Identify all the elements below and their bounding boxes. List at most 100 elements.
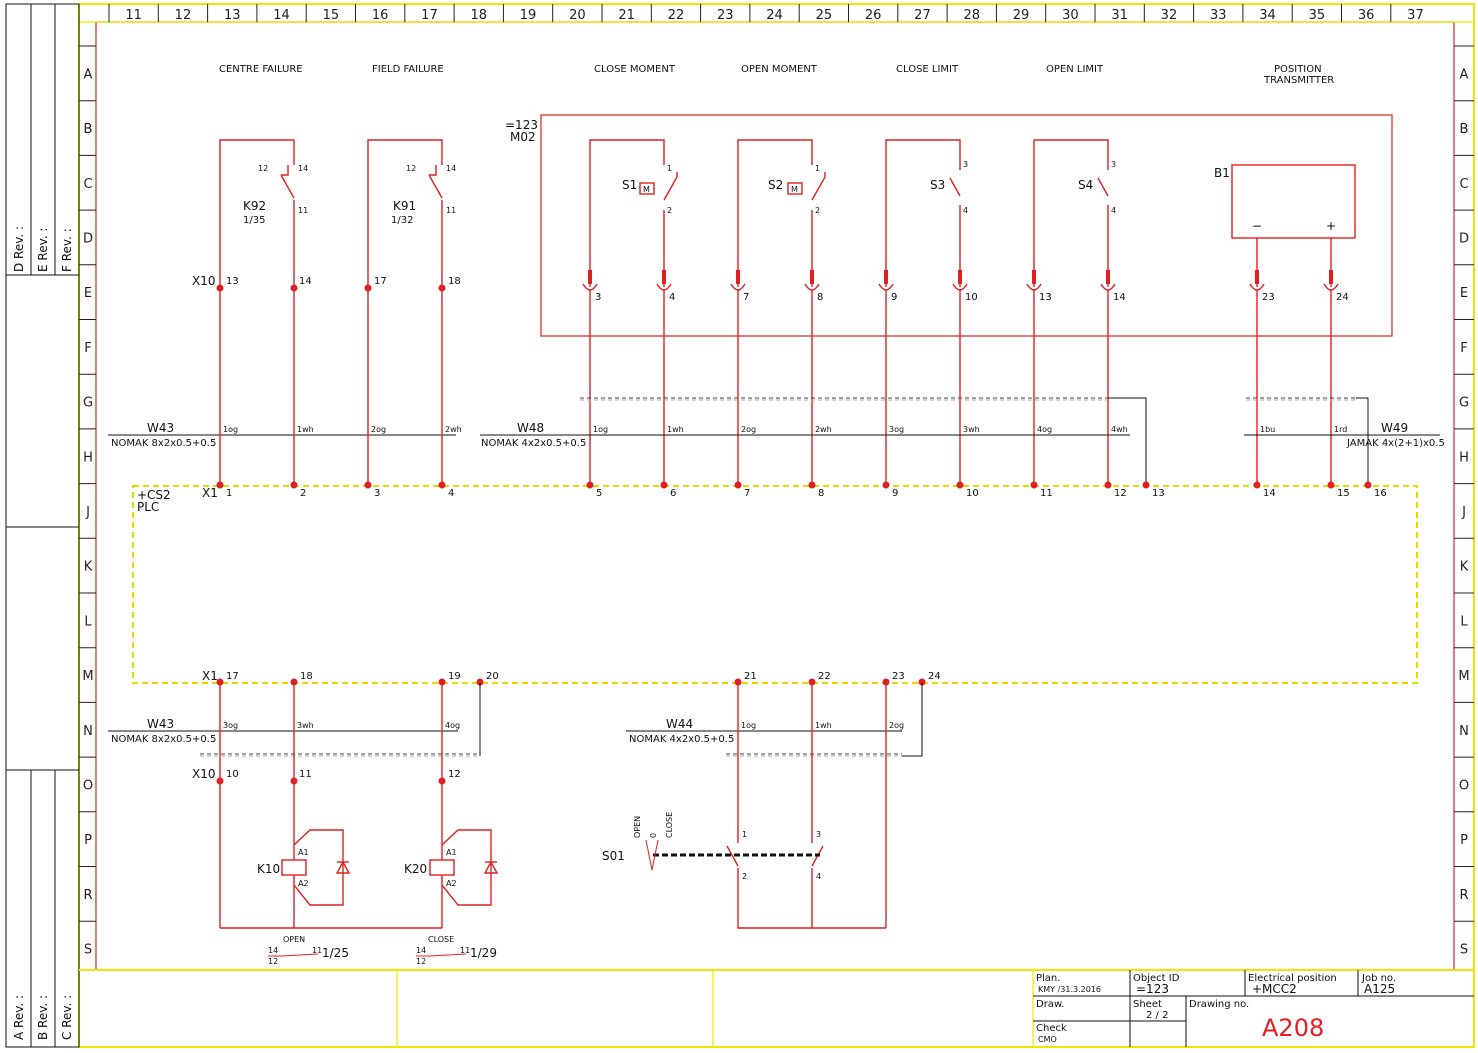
w48-name: W48 <box>517 421 544 435</box>
x10-top-17: 17 <box>374 276 387 287</box>
b1-minus: − <box>1252 219 1262 233</box>
plc-terminal-dot <box>290 481 298 489</box>
device-terminal-number: 7 <box>743 292 749 303</box>
plc-terminal-number: 22 <box>818 671 831 682</box>
row-letter-right: H <box>1459 450 1469 465</box>
k92-c12: 12 <box>258 164 268 173</box>
column-number: 22 <box>668 8 685 23</box>
w43-top-core-4: 2wh <box>445 425 462 434</box>
k10-c12: 12 <box>268 957 278 966</box>
row-letter-left: R <box>83 888 92 903</box>
plug-pin <box>1255 270 1259 284</box>
plc-terminal-dot <box>882 678 890 686</box>
device-terminal-number: 13 <box>1039 292 1052 303</box>
plug-pin <box>1329 270 1333 284</box>
k10-a1: A1 <box>298 848 309 857</box>
s01-open: OPEN <box>633 816 642 838</box>
w49-name: W49 <box>1381 421 1408 435</box>
plc-terminal-dot <box>216 481 224 489</box>
k91-c11: 11 <box>446 206 456 215</box>
column-number: 32 <box>1161 8 1178 23</box>
column-number: 25 <box>816 8 833 23</box>
column-number: 28 <box>963 8 980 23</box>
device-id: =123 <box>505 118 538 132</box>
cable-w43-top: W43 NOMAK 8x2x0.5+0.5 1og 1wh 2og 2wh <box>108 421 462 449</box>
row-letter-left: M <box>82 669 93 684</box>
plc-terminal-number: 17 <box>226 671 239 682</box>
w43-top-core-2: 1wh <box>297 425 314 434</box>
row-letter-right: O <box>1459 778 1469 793</box>
tb-elec-label: Electrical position <box>1248 973 1337 984</box>
plug-pin <box>588 270 592 284</box>
plc-terminal-number: 8 <box>818 488 824 499</box>
cable-w43-bottom: W43 NOMAK 8x2x0.5+0.5 3og 3wh 4og <box>108 683 481 757</box>
k92-c14: 14 <box>298 164 308 173</box>
plc-terminal-dot <box>956 481 964 489</box>
w43-bot-core-1: 3og <box>223 721 238 730</box>
x10-top-18: 18 <box>448 276 461 287</box>
header-field-failure: FIELD FAILURE <box>372 64 444 75</box>
device-terminal-number: 8 <box>817 292 823 303</box>
column-number: 18 <box>470 8 487 23</box>
cable-w44: W44 NOMAK 4x2x0.5+0.5 1og 1wh 2og <box>626 683 923 757</box>
switch-s3: S3 3 4 <box>885 139 968 287</box>
column-number: 14 <box>273 8 290 23</box>
top-wires <box>216 284 446 486</box>
plc-terminal-number: 23 <box>892 671 905 682</box>
s4-name: S4 <box>1078 178 1093 192</box>
column-number: 37 <box>1407 8 1424 23</box>
column-number: 27 <box>914 8 931 23</box>
w48-core-2: 1wh <box>667 425 684 434</box>
w43-bot-name: W43 <box>147 717 174 731</box>
w48-core-7: 4og <box>1037 425 1052 434</box>
column-number: 17 <box>421 8 438 23</box>
w49-core-1: 1bu <box>1260 425 1275 434</box>
row-letter-left: A <box>84 67 93 82</box>
k10-caption: OPEN <box>283 935 305 944</box>
column-number: 26 <box>865 8 882 23</box>
s3-name: S3 <box>930 178 945 192</box>
relay-k10: K10 A1 A2 OPEN 14 11 12 1/25 <box>257 829 351 966</box>
plc-terminal-dot <box>882 481 890 489</box>
plc-terminal-number: 20 <box>486 671 499 682</box>
k10-ref: 1/25 <box>322 946 349 960</box>
cable-w48: W48 NOMAK 4x2x0.5+0.5 1og 1wh 2og 2wh 3o… <box>480 421 1130 449</box>
w48-core-3: 2og <box>741 425 756 434</box>
s01-t1: 1 <box>742 830 747 839</box>
s1-t2: 2 <box>667 206 672 215</box>
device-name: M02 <box>510 130 536 144</box>
plc-terminal-number: 13 <box>1152 488 1165 499</box>
plc-terminal-dot <box>364 481 372 489</box>
plc-terminal-dot <box>438 481 446 489</box>
plc-terminal-number: 6 <box>670 488 676 499</box>
plc-terminal-dot <box>808 481 816 489</box>
x10-top-14: 14 <box>299 276 312 287</box>
column-number: 33 <box>1210 8 1227 23</box>
column-number: 15 <box>323 8 340 23</box>
k20-a1: A1 <box>446 848 457 857</box>
s2-t2: 2 <box>815 206 820 215</box>
plc-terminal-dot <box>808 678 816 686</box>
cable-shields-top <box>580 397 1369 485</box>
row-letter-right: G <box>1459 396 1469 411</box>
k91-ref: 1/32 <box>391 215 413 226</box>
w44-name: W44 <box>666 717 693 731</box>
plc-terminal-number: 9 <box>892 488 898 499</box>
column-number: 13 <box>224 8 241 23</box>
w44-core-2: 1wh <box>815 721 832 730</box>
plc-terminal-number: 5 <box>596 488 602 499</box>
plc-terminal-number: 19 <box>448 671 461 682</box>
s1-m: M <box>643 185 650 194</box>
plc-terminal-number: 2 <box>300 488 306 499</box>
column-number: 23 <box>717 8 734 23</box>
k20-name: K20 <box>404 862 427 876</box>
plc-terminal-dot <box>1142 481 1150 489</box>
row-letter-right: M <box>1458 669 1469 684</box>
section-headers: CENTRE FAILURE FIELD FAILURE CLOSE MOMEN… <box>219 64 1334 86</box>
tb-sheet-label: Sheet <box>1133 999 1162 1010</box>
row-letter-right: A <box>1460 67 1469 82</box>
rev-a-label: A Rev. : <box>12 995 26 1040</box>
row-letter-left: H <box>83 450 93 465</box>
